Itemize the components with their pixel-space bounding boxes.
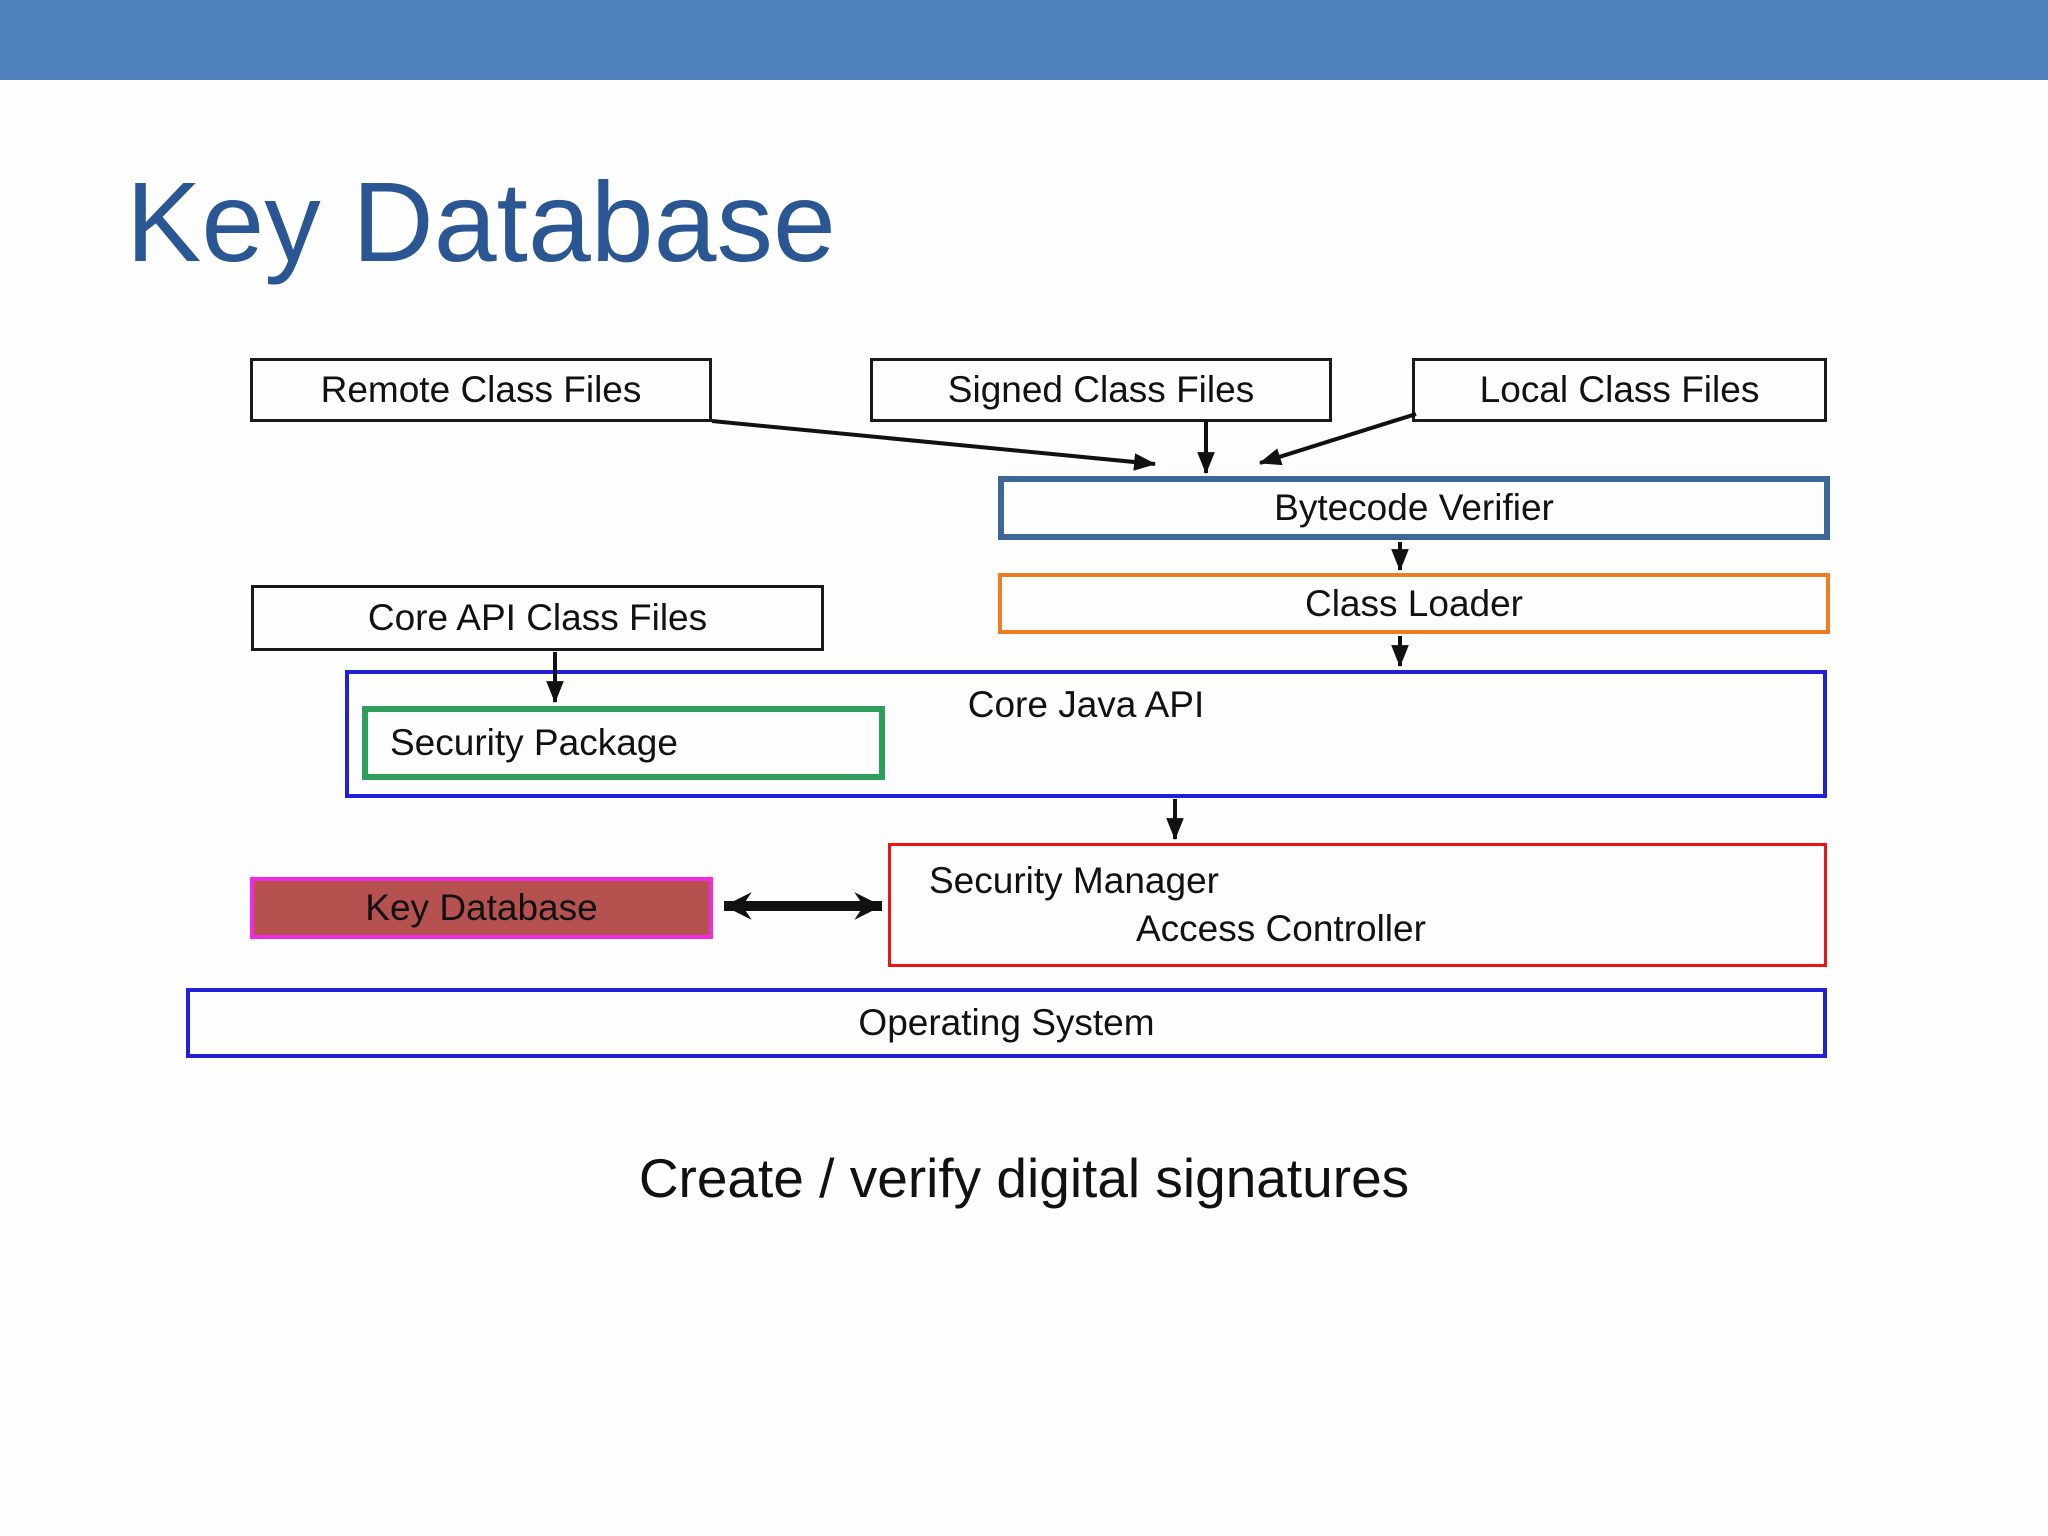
- box-class-loader-label: Class Loader: [1304, 582, 1523, 624]
- box-security-manager: Security Manager Access Controller: [888, 843, 1827, 967]
- box-bytecode-verifier-label: Bytecode Verifier: [1274, 487, 1554, 528]
- box-bytecode-verifier: Bytecode Verifier: [998, 476, 1830, 540]
- box-signed-class-files: Signed Class Files: [870, 358, 1332, 422]
- box-core-api-class-files-label: Core API Class Files: [367, 597, 708, 638]
- slide-caption: Create / verify digital signatures: [638, 1147, 1410, 1209]
- box-class-loader: Class Loader: [998, 573, 1830, 634]
- header-bar: [0, 0, 2048, 80]
- box-remote-class-files: Remote Class Files: [250, 358, 712, 422]
- box-signed-class-files-label: Signed Class Files: [947, 369, 1255, 410]
- box-remote-class-files-label: Remote Class Files: [320, 369, 642, 410]
- box-operating-system-label: Operating System: [858, 1002, 1155, 1043]
- box-core-java-api-label: Core Java API: [967, 684, 1205, 725]
- box-local-class-files-label: Local Class Files: [1479, 369, 1760, 410]
- box-key-database: Key Database: [250, 877, 713, 939]
- arrow-remote-to-bytecode: [711, 419, 1157, 471]
- access-controller-label: Access Controller: [1136, 908, 1426, 949]
- page-title: Key Database: [126, 159, 836, 285]
- box-security-package: Security Package: [362, 706, 885, 780]
- box-key-database-label: Key Database: [365, 887, 598, 928]
- security-manager-label: Security Manager: [929, 860, 1219, 901]
- box-operating-system: Operating System: [186, 988, 1827, 1058]
- box-core-api-class-files: Core API Class Files: [251, 585, 824, 651]
- box-local-class-files: Local Class Files: [1412, 358, 1827, 422]
- box-security-package-label: Security Package: [390, 722, 678, 763]
